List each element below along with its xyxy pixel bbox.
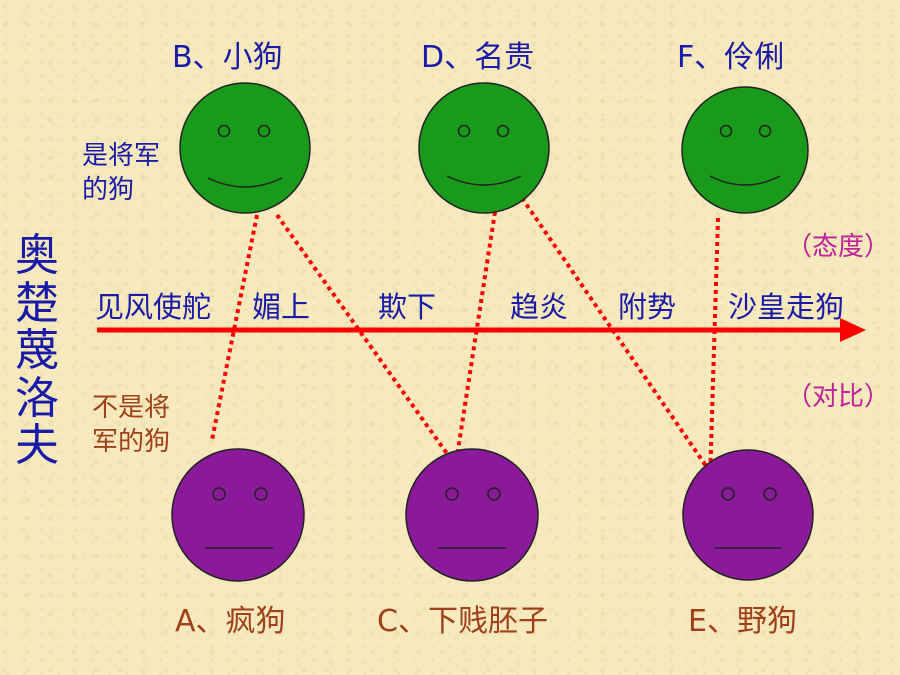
axis-arrowhead (840, 318, 866, 342)
axis-word-3: 欺下 (378, 290, 437, 324)
smile (207, 177, 283, 188)
note-attitude: （态度） (786, 232, 891, 262)
note-not-general-dog: 不是将 军的狗 (92, 393, 171, 457)
eye-right (487, 487, 501, 501)
vertical-char: 夫 (15, 420, 59, 472)
eye-right (763, 487, 777, 501)
vertical-char: 蔑 (15, 325, 59, 377)
eye-right (254, 487, 268, 501)
face-f-clever (681, 86, 809, 214)
vertical-title-ochumelov: 奥 楚 蔑 洛 夫 (12, 232, 62, 470)
axis-word-2: 媚上 (252, 290, 311, 324)
label-face-a: A、疯狗 (175, 604, 286, 639)
eye-right (496, 124, 510, 138)
note-general-dog: 是将军 的狗 (82, 141, 161, 205)
label-face-b: B、小狗 (172, 40, 283, 75)
eye-left (457, 124, 471, 138)
eye-right (257, 124, 271, 138)
smile (446, 175, 522, 186)
eye-left (719, 124, 733, 138)
label-face-f: F、伶俐 (677, 40, 785, 75)
face-c-lowly (405, 448, 539, 582)
vertical-char: 楚 (15, 277, 59, 329)
connector-f-e (708, 217, 720, 481)
eye-left (212, 487, 226, 501)
label-face-c: C、下贱胚子 (377, 604, 548, 639)
vertical-char: 奥 (15, 230, 59, 281)
label-face-e: E、野狗 (688, 604, 797, 639)
face-d-precious (418, 82, 550, 214)
eye-right (758, 124, 772, 138)
note-contrast: （对比） (786, 382, 891, 412)
face-e-wild-dog (682, 449, 814, 581)
face-a-mad-dog (171, 448, 305, 582)
connector-lines (210, 196, 720, 481)
eye-left (217, 124, 231, 138)
face-b-small-dog (179, 82, 311, 214)
axis-word-5: 附势 (618, 290, 677, 324)
eye-left (721, 487, 735, 501)
axis-word-1: 见风使舵 (95, 290, 212, 324)
eye-left (445, 487, 459, 501)
smile (709, 175, 781, 186)
vertical-char: 洛 (15, 372, 59, 424)
label-face-d: D、名贵 (421, 40, 535, 75)
connector-b-c (275, 213, 450, 457)
axis-word-4: 趋炎 (510, 290, 569, 324)
attitude-axis (97, 318, 866, 342)
axis-word-6: 沙皇走狗 (728, 290, 845, 324)
